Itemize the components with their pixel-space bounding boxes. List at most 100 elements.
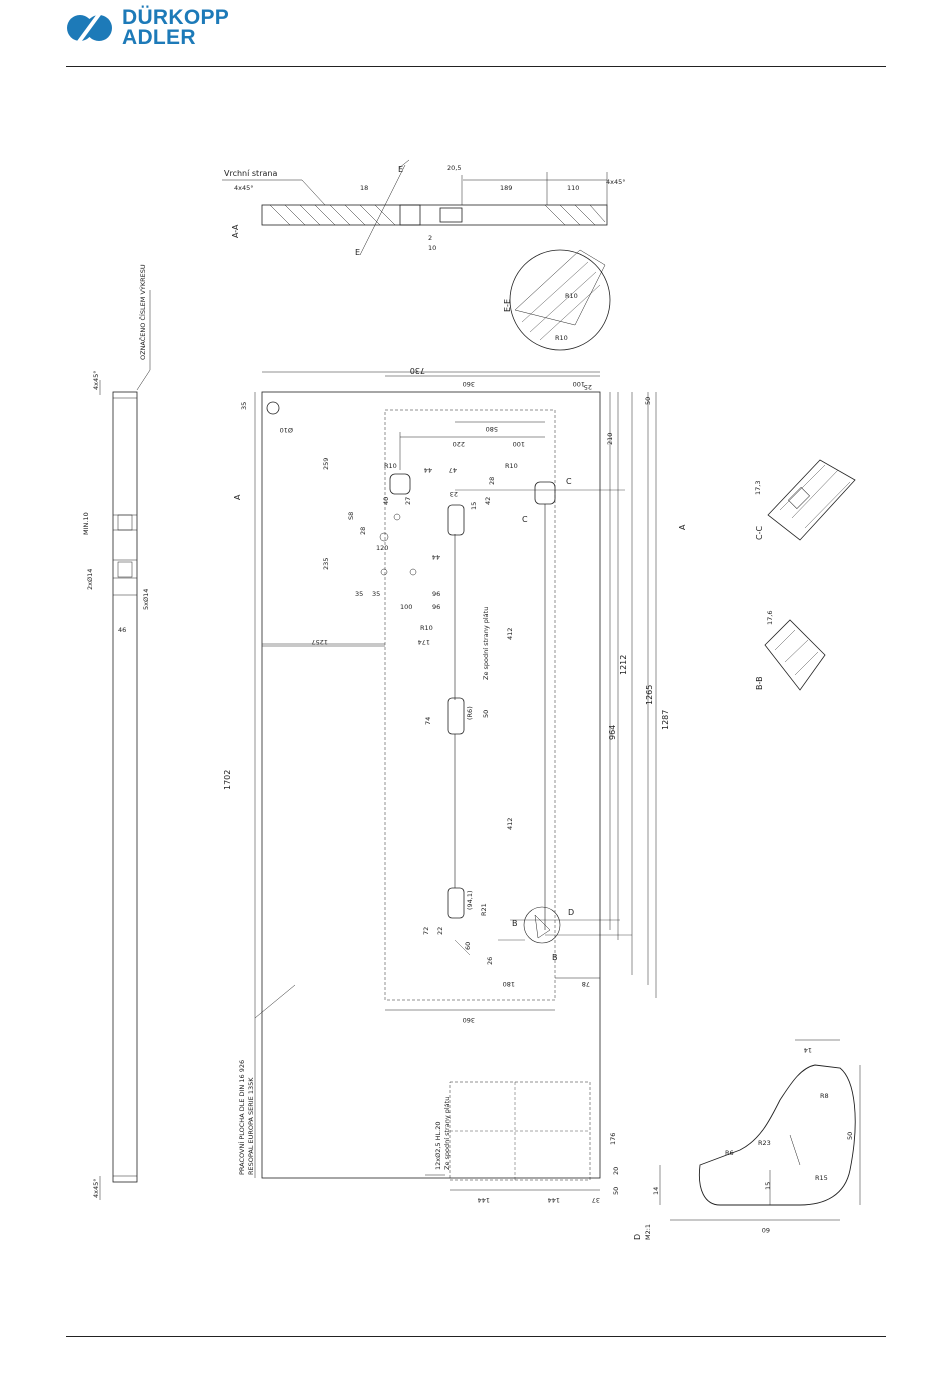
main-plate-hidden-line bbox=[384, 409, 556, 1001]
dim-26: 26 bbox=[486, 957, 494, 965]
section-mark-e-bottom: E bbox=[355, 248, 360, 257]
cutout-3 bbox=[534, 481, 556, 505]
dim-r10-b: R10 bbox=[505, 462, 518, 470]
detail-d bbox=[659, 1039, 861, 1221]
dim-412-a: 412 bbox=[506, 628, 514, 640]
dim-r10-c: R10 bbox=[420, 624, 433, 632]
section-aa-dim-6: 2 bbox=[428, 234, 432, 242]
dim-96-b: 96 bbox=[432, 590, 440, 598]
section-mark-b-2: B bbox=[552, 953, 558, 962]
dim-210: 210 bbox=[606, 433, 614, 445]
dim-50: 50 bbox=[644, 397, 652, 405]
dim-412-b: 412 bbox=[506, 818, 514, 830]
main-plate bbox=[254, 371, 657, 1191]
section-mark-d: D bbox=[568, 908, 574, 917]
dim-176: 176 bbox=[609, 1133, 617, 1145]
section-aa-groove bbox=[399, 204, 421, 226]
detail-d-dim-3: R8 bbox=[820, 1092, 829, 1100]
section-mark-a-2: A bbox=[678, 524, 687, 530]
section-aa-chamfer: 4x45° bbox=[234, 184, 254, 192]
section-aa-dim-5: 18 bbox=[360, 184, 368, 192]
dim-27: 27 bbox=[404, 497, 412, 505]
section-aa-dim-2: 110 bbox=[567, 184, 579, 192]
side-view-dim-3: 2xØ14 bbox=[86, 569, 94, 590]
dim-96-a: 96 bbox=[432, 603, 440, 611]
dim-50-bottom: 50 bbox=[612, 1187, 620, 1195]
section-ee-dim-2: R10 bbox=[555, 334, 568, 342]
dimension-lines-horizontal bbox=[262, 371, 600, 1191]
dim-180: 180 bbox=[503, 980, 515, 988]
side-view-dim-4: 5xØ14 bbox=[142, 589, 150, 610]
section-bb-label: B-B bbox=[755, 676, 764, 690]
section-cc bbox=[767, 459, 856, 541]
dim-22: 22 bbox=[436, 927, 444, 935]
dim-100-b: 100 bbox=[400, 603, 412, 611]
section-aa-dim-3: 4x45° bbox=[606, 178, 626, 186]
section-aa-outline bbox=[261, 204, 608, 226]
section-aa-dim-4: 20,5 bbox=[447, 164, 461, 172]
detail-d-dim-4: R23 bbox=[758, 1139, 771, 1147]
mount-hole bbox=[266, 401, 280, 415]
inner-length-1265: 1265 bbox=[645, 685, 654, 705]
dim-144-a: 144 bbox=[478, 1196, 490, 1204]
dim-144-b: 144 bbox=[548, 1196, 560, 1204]
dim-28-b: 28 bbox=[488, 477, 496, 485]
note-bottom-side-1: Ze spodní strany plátu bbox=[482, 607, 490, 680]
note-drill: 12xØ2,5 HL.20 bbox=[434, 1122, 442, 1170]
dim-235: 235 bbox=[322, 558, 330, 570]
dim-15: 15 bbox=[470, 502, 478, 510]
section-ee-label: E-E bbox=[503, 299, 512, 312]
duerkopp-adler-logo-icon bbox=[67, 11, 112, 45]
overall-width-dim: 730 bbox=[410, 366, 425, 375]
section-aa-dim-1: 189 bbox=[500, 184, 512, 192]
dim-28: 28 bbox=[359, 527, 367, 535]
detail-d-profile bbox=[698, 1064, 856, 1206]
note-work-surface: PRACOVNÍ PLOCHA DLE DIN 16 926 bbox=[237, 1060, 246, 1175]
side-view-dim-5: 46 bbox=[118, 626, 126, 634]
detail-d-dim-8: 15 bbox=[764, 1182, 772, 1190]
dim-1257: 1257 bbox=[311, 638, 328, 646]
cutout-2 bbox=[447, 504, 465, 536]
side-view-note: OZNAČENO ČÍSLEM VÝKRESU bbox=[138, 264, 147, 360]
brand-line-2: ADLER bbox=[122, 26, 196, 49]
section-mark-c-2: C bbox=[522, 515, 528, 524]
dim-44-b: 44 bbox=[432, 553, 440, 561]
brand-logo: DÜRKOPP ADLER bbox=[66, 6, 230, 49]
section-cc-outline bbox=[767, 459, 856, 541]
dim-120: 120 bbox=[376, 544, 388, 552]
section-aa bbox=[222, 159, 608, 256]
main-plate-outline bbox=[261, 391, 601, 1179]
dim-60: 60 bbox=[464, 942, 472, 950]
section-aa-hatch bbox=[269, 204, 606, 226]
section-mark-b-1: B bbox=[512, 919, 518, 928]
dim-360-bottom: 360 bbox=[463, 1016, 475, 1024]
section-ee-dim-1: R10 bbox=[565, 292, 578, 300]
dim-72: 72 bbox=[422, 927, 430, 935]
side-view-dim-2: MIN.10 bbox=[82, 512, 90, 535]
section-aa-note: Vrchní strana bbox=[224, 169, 277, 178]
dim-94: (94,1) bbox=[466, 890, 474, 910]
brand-line-1: DÜRKOPP bbox=[122, 6, 230, 29]
dim-74: 74 bbox=[424, 717, 432, 725]
detail-d-dim-7: 60 bbox=[762, 1226, 770, 1234]
overall-length-dim: 1702 bbox=[223, 770, 232, 790]
inner-length-964: 964 bbox=[608, 725, 617, 740]
detail-d-dim-5: R15 bbox=[815, 1174, 828, 1182]
detail-d-dim-6: 50 bbox=[846, 1132, 854, 1140]
dim-20: 20 bbox=[612, 1167, 620, 1175]
brand-name: DÜRKOPP ADLER bbox=[122, 6, 230, 49]
side-view bbox=[99, 290, 151, 1200]
dim-47: 47 bbox=[449, 466, 457, 474]
detail-d-callout bbox=[523, 906, 561, 944]
dim-r10-a: R10 bbox=[384, 462, 397, 470]
dim-259: 259 bbox=[322, 458, 330, 470]
dim-s8: S8 bbox=[347, 512, 355, 520]
cutout-1 bbox=[389, 473, 411, 495]
footer-rule bbox=[66, 1336, 886, 1337]
dim-23: 23 bbox=[450, 490, 458, 498]
dim-580: 580 bbox=[486, 425, 498, 433]
dim-r6: (R6) bbox=[466, 706, 474, 720]
dim-40: 40 bbox=[382, 497, 390, 505]
